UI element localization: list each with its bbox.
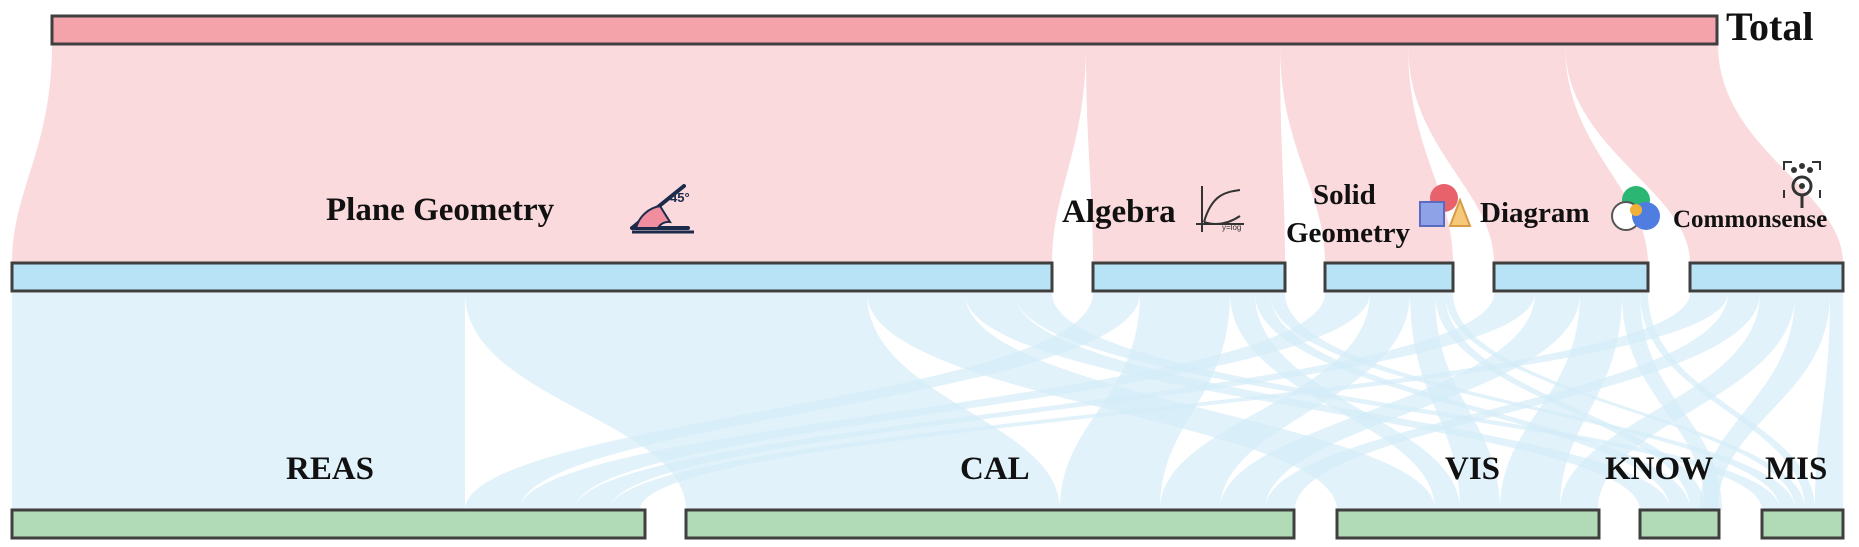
link-total-commonsense [1565,44,1843,263]
3d-shapes-icon [1419,184,1472,227]
reas-node [10,508,647,540]
venn-diagram-icon [1611,186,1660,231]
know-label: KNOW [1605,451,1713,487]
link-plane-reas [12,293,465,510]
mis-node [1760,508,1845,540]
algebra-node [1091,261,1287,293]
commonsense-node [1688,261,1845,293]
link-solid-cal [1160,293,1410,510]
error-level-nodes [10,508,1845,540]
link-algebra-reas [465,293,1140,510]
plane-geometry-node [10,261,1054,293]
total-node [50,14,1719,46]
total-label: Total [1726,4,1813,49]
cal-node [684,508,1296,540]
solid-geometry-node [1323,261,1455,293]
solid-geometry-label-line-1: Solid [1313,179,1376,211]
total-to-subject-links [12,44,1843,263]
diagram-node [1492,261,1650,293]
link-algebra-cal [1060,293,1230,510]
link-total-solid-geometry [1280,44,1453,263]
plane-geometry-label: Plane Geometry [326,192,555,228]
link-total-algebra [1086,44,1285,263]
link-common-mis [1815,293,1843,510]
link-total-plane-geometry [12,44,1086,263]
total-level-nodes [50,14,1719,46]
link-diagram-cal [1220,293,1580,510]
protractor-angle-icon: 45° [630,184,694,234]
link-algebra-vis [1230,293,1460,510]
know-node [1638,508,1721,540]
link-common-vis [1560,293,1795,510]
vis-label: VIS [1445,451,1500,487]
vis-node [1335,508,1601,540]
magnifier-network-icon [1783,161,1821,208]
solid-geometry-label-line-2: Geometry [1286,217,1410,249]
commonsense-label: Commonsense [1673,206,1827,233]
subject-to-error-links [12,293,1843,510]
svg-text:y=log: y=log [1222,223,1241,232]
reas-label: REAS [286,451,374,487]
solid-geometry-label: Solid Geometry [1286,179,1410,249]
link-total-diagram [1408,44,1648,263]
mis-label: MIS [1765,451,1827,487]
svg-text:45°: 45° [670,190,690,205]
link-common-know [1700,293,1830,510]
link-plane-cal [465,293,1060,510]
cal-label: CAL [960,451,1030,487]
function-graph-icon: y=log [1196,186,1244,232]
diagram-label: Diagram [1480,197,1590,229]
algebra-label: Algebra [1062,194,1176,230]
subject-level-nodes [10,261,1845,293]
